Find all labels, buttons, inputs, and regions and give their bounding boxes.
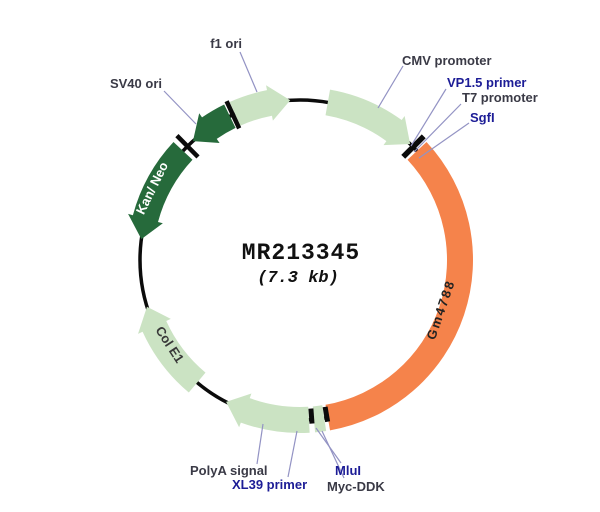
tick-orf-end <box>322 406 331 423</box>
tick-kan-sv40 <box>175 134 200 159</box>
label-myc-ddk: Myc-DDK <box>327 479 385 494</box>
leader-sv40-ori <box>163 90 197 125</box>
plasmid-geometry <box>128 51 473 479</box>
plasmid-accession-title: MR213345 <box>242 240 360 266</box>
feature-myc-ddk-tag-arc <box>312 405 327 433</box>
label-f1-ori: f1 ori <box>210 36 242 51</box>
feature-kan-neo-arrow <box>128 142 193 240</box>
leader-f1-ori <box>239 51 258 93</box>
label-xl39-primer: XL39 primer <box>232 477 307 492</box>
feature-polya-arrow <box>226 393 310 434</box>
label-cmv-promoter: CMV promoter <box>402 53 492 68</box>
feature-sv40-ori-arrow <box>192 104 236 143</box>
tick-sgfi-site <box>401 134 426 159</box>
feature-f1-ori-arrow <box>229 85 291 126</box>
leader-t7-promoter <box>413 103 462 153</box>
label-polya-signal: PolyA signal <box>190 463 268 478</box>
label-mlui: MluI <box>335 463 361 478</box>
label-sgfi: SgfI <box>470 110 495 125</box>
leader-xl39-primer <box>287 430 298 478</box>
tick-sv40-f1 <box>224 100 242 130</box>
feature-gm4788-orf-arc <box>325 142 473 431</box>
plasmid-size-label: (7.3 kb) <box>257 269 339 288</box>
tick-mlui-site <box>308 408 315 424</box>
leader-polya-signal <box>256 423 264 465</box>
label-vp15-primer: VP1.5 primer <box>447 75 527 90</box>
leader-myc-ddk <box>321 430 345 479</box>
feature-cmv-promoter-arrow <box>325 89 411 146</box>
label-t7-promoter: T7 promoter <box>462 90 538 105</box>
feature-col-e1-arrow <box>138 306 206 393</box>
label-sv40-ori: SV40 ori <box>110 76 162 91</box>
leader-cmv-promoter <box>377 65 404 109</box>
leader-sgfi <box>418 122 470 159</box>
leader-vp15-primer <box>410 88 447 147</box>
